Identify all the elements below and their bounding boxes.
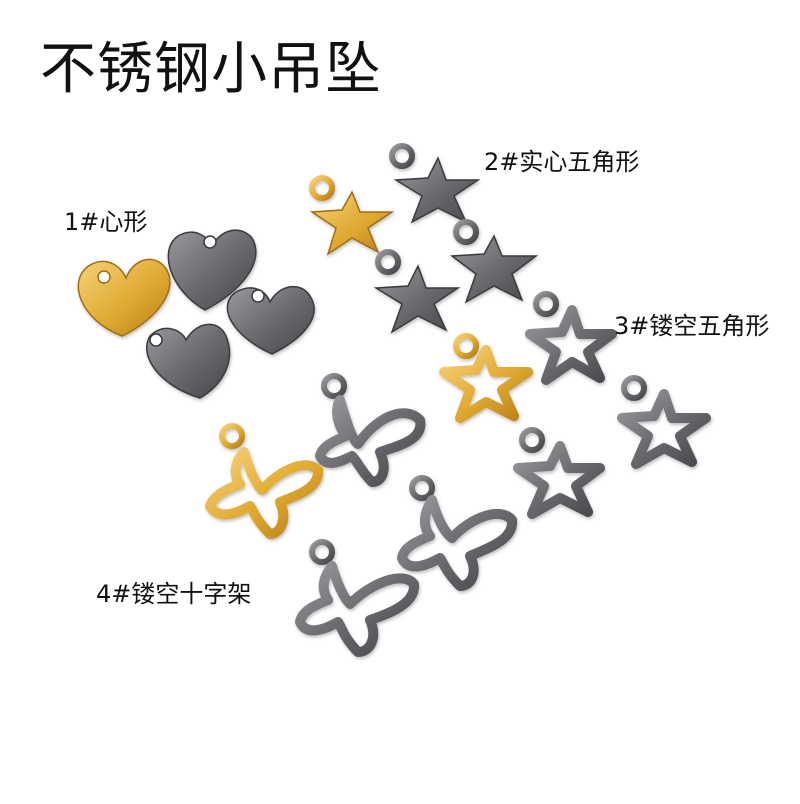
hollow-star-steel-3	[513, 427, 605, 519]
hollow-cross-steel-3	[295, 539, 419, 657]
solid-star-steel-1	[389, 143, 481, 224]
page-title: 不锈钢小吊坠	[40, 37, 382, 102]
hollow-star-steel-2	[617, 375, 711, 469]
solid-star-steel-2	[449, 219, 539, 304]
label-solid-star: 2#实心五角形	[484, 148, 640, 176]
hollow-cross-steel-1	[315, 373, 426, 487]
solid-star-steel-3	[373, 249, 461, 334]
label-heart: 1#心形	[64, 208, 148, 236]
label-hollow-star: 3#镂空五角形	[614, 312, 770, 340]
heart-charm-steel-1	[167, 229, 257, 311]
solid-star-gold	[309, 175, 395, 256]
heart-charm-steel-2	[226, 285, 315, 355]
label-hollow-cross: 4#镂空十字架	[96, 580, 252, 608]
hollow-star-gold	[439, 333, 533, 423]
heart-charm-gold	[77, 258, 171, 337]
heart-charm-steel-3	[145, 323, 231, 399]
hollow-cross-gold	[205, 423, 323, 539]
hollow-cross-steel-2	[397, 475, 517, 591]
hollow-star-steel-1	[525, 291, 617, 385]
